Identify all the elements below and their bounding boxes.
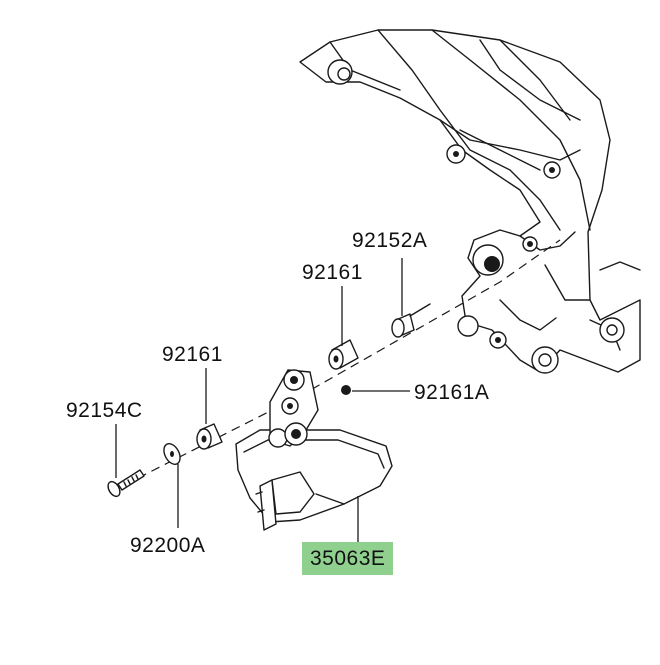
frame-assembly [299,29,641,374]
collar-92161-lower [196,423,223,450]
collar-92161a [341,385,351,395]
bolt-92154c [107,469,145,498]
callout-92161-upper: 92161 [302,261,363,284]
callout-92200a: 92200A [130,534,206,557]
callout-35063e: 35063E [302,542,394,575]
callout-92154c: 92154C [66,399,143,422]
callout-92161a: 92161A [414,381,490,404]
callout-92161-lower: 92161 [162,343,223,366]
callout-92152a: 92152A [352,229,428,252]
bracket-35063e [235,369,393,531]
washer-92200a [163,443,181,465]
collar-92161-upper [328,339,359,370]
bolt-92152a [391,303,431,338]
